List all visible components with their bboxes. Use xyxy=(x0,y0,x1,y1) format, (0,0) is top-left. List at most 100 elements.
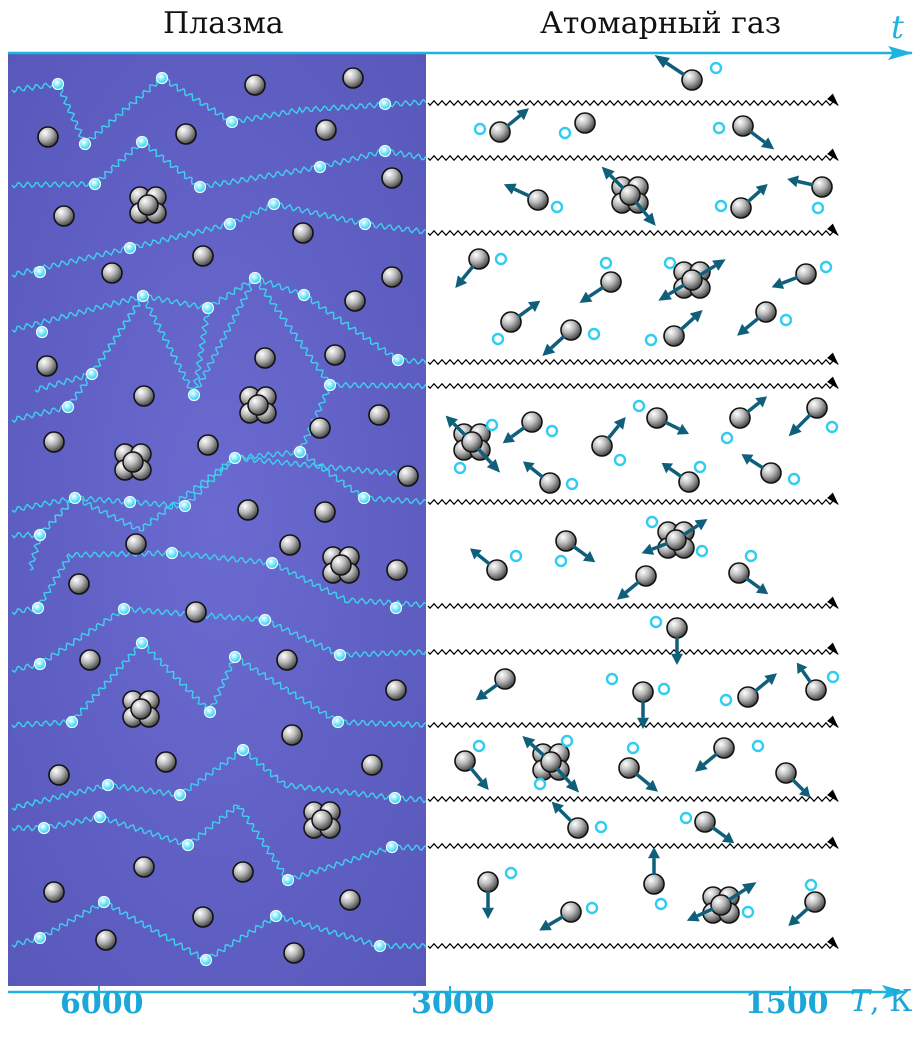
electron xyxy=(227,117,238,128)
velocity-arrow xyxy=(655,55,685,75)
free-electron xyxy=(714,123,724,133)
electron xyxy=(175,790,186,801)
atom xyxy=(245,75,265,95)
electron xyxy=(230,652,241,663)
velocity-arrow xyxy=(471,768,489,790)
atom xyxy=(369,405,389,425)
atom xyxy=(812,177,832,197)
velocity-arrow-shaft xyxy=(681,318,694,330)
atom xyxy=(193,907,213,927)
velocity-arrow-shaft xyxy=(746,578,759,588)
nucleon xyxy=(682,270,702,290)
velocity-arrow-shaft xyxy=(797,414,810,427)
velocity-arrow-shaft xyxy=(782,277,798,283)
atom xyxy=(293,223,313,243)
electron xyxy=(39,823,50,834)
electron xyxy=(125,497,136,508)
free-electron xyxy=(535,779,545,789)
velocity-arrow-shaft xyxy=(755,681,768,692)
free-electron xyxy=(552,202,562,212)
free-electron xyxy=(697,546,707,556)
free-electron xyxy=(647,517,657,527)
atom xyxy=(601,272,621,292)
electron xyxy=(387,842,398,853)
electron xyxy=(315,162,326,173)
electron xyxy=(70,493,81,504)
atom xyxy=(343,68,363,88)
velocity-arrow-shaft xyxy=(750,131,764,142)
atom xyxy=(134,386,154,406)
velocity-arrow xyxy=(539,917,563,931)
velocity-arrow-shaft xyxy=(608,426,619,439)
electron xyxy=(299,290,310,301)
gas-photons-layer xyxy=(428,101,838,948)
velocity-arrow-shaft xyxy=(748,191,760,202)
velocity-arrow xyxy=(737,318,759,336)
gas-photon-arrow xyxy=(428,101,838,105)
atom xyxy=(315,502,335,522)
electron xyxy=(267,558,278,569)
atom xyxy=(80,650,100,670)
free-electron xyxy=(743,907,753,917)
velocity-arrow-shaft xyxy=(463,266,474,279)
velocity-arrow xyxy=(476,684,498,700)
velocity-arrow xyxy=(580,287,604,303)
velocity-arrow-head xyxy=(648,847,660,858)
velocity-arrow-shaft xyxy=(670,468,682,476)
velocity-arrow-shaft xyxy=(471,768,482,781)
velocity-arrow-shaft xyxy=(667,63,685,75)
atom xyxy=(186,602,206,622)
velocity-arrow-shaft xyxy=(750,460,763,468)
nucleon xyxy=(666,530,686,550)
atom xyxy=(796,264,816,284)
free-electron xyxy=(711,63,721,73)
gas-photon-arrow xyxy=(428,723,838,727)
electron xyxy=(95,812,106,823)
free-electron xyxy=(665,258,675,268)
atom xyxy=(667,618,687,638)
free-electron xyxy=(475,124,485,134)
atom xyxy=(69,574,89,594)
atom xyxy=(198,435,218,455)
atom xyxy=(325,345,345,365)
nucleon xyxy=(138,195,158,215)
atom xyxy=(561,902,581,922)
nucleus-cluster xyxy=(674,262,710,298)
velocity-arrow-shaft xyxy=(798,181,814,185)
atom xyxy=(682,70,702,90)
free-electron xyxy=(615,455,625,465)
electron xyxy=(359,493,370,504)
atom xyxy=(96,930,116,950)
free-electron xyxy=(487,420,497,430)
free-electron xyxy=(659,684,669,694)
velocity-arrow-shaft xyxy=(549,917,563,925)
atom xyxy=(277,650,297,670)
time-axis-label: t xyxy=(891,8,904,46)
electron xyxy=(183,840,194,851)
atom xyxy=(340,890,360,910)
atom xyxy=(44,432,64,452)
free-electron xyxy=(493,334,503,344)
nucleus-cluster xyxy=(240,387,276,423)
atom xyxy=(134,857,154,877)
gas-photon-arrow xyxy=(428,360,838,364)
electron xyxy=(295,447,306,458)
plasma-region xyxy=(8,53,426,986)
free-electron xyxy=(474,741,484,751)
electron xyxy=(35,659,46,670)
free-electron xyxy=(562,736,572,746)
velocity-arrow-head xyxy=(482,908,494,919)
velocity-arrow xyxy=(523,461,543,477)
electron xyxy=(230,453,241,464)
free-electron xyxy=(722,433,732,443)
velocity-arrow-shaft xyxy=(514,189,530,196)
velocity-arrow xyxy=(662,463,682,477)
electron xyxy=(380,99,391,110)
electron xyxy=(391,603,402,614)
electron xyxy=(125,243,136,254)
velocity-arrow-shaft xyxy=(746,318,759,329)
atom xyxy=(233,862,253,882)
velocity-arrow-head xyxy=(637,718,649,729)
free-electron xyxy=(813,203,823,213)
